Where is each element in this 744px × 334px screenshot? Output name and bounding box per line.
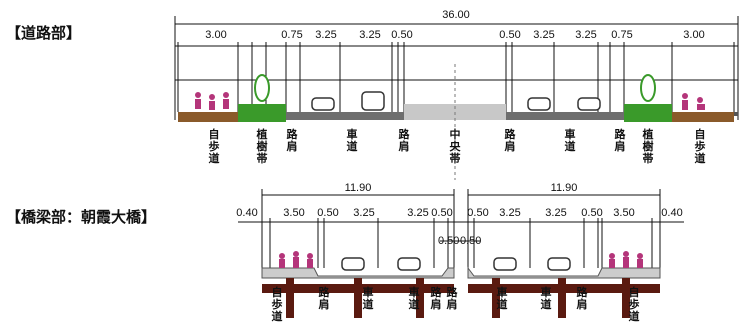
bridge-deck-left <box>261 267 455 279</box>
bridge-dimension: 0.50 <box>467 207 488 219</box>
bridge-gap-dim-right: 0.50 <box>460 235 481 247</box>
road-planting-left <box>238 104 286 122</box>
road-lane-label: 自歩道 <box>695 127 706 165</box>
road-dimension: 0.75 <box>611 29 632 41</box>
pedestrian-icon <box>195 92 705 110</box>
bridge-dimension: 3.50 <box>613 207 634 219</box>
road-cross-section: 36.00 3.00 0.75 3.25 3.25 0.50 0.50 3.25 3.25 0.… <box>174 9 739 180</box>
road-dimension: 3.00 <box>683 29 704 41</box>
bridge-lane-label: 路肩 <box>319 285 331 311</box>
road-total-width: 36.00 <box>442 9 470 21</box>
road-lane-label: 車道 <box>347 127 358 153</box>
bridge-girders <box>262 278 660 318</box>
road-sidewalk-right <box>672 112 734 122</box>
bridge-dimension: 3.25 <box>499 207 520 219</box>
bridge-lane-label: 車道 <box>363 285 374 311</box>
bridge-dimension: 3.25 <box>545 207 566 219</box>
bridge-lane-label: 自歩道 <box>629 285 640 323</box>
road-sidewalk-left <box>178 112 238 122</box>
bridge-lane-label: 車道 <box>497 285 508 311</box>
bridge-section-heading: 【橋梁部：朝霞大橋】 <box>6 208 157 226</box>
road-lane-label: 路肩 <box>287 127 299 153</box>
road-planting-right <box>624 104 672 122</box>
bridge-deck-width-left: 11.90 <box>345 182 372 194</box>
road-dimension: 3.25 <box>533 29 554 41</box>
road-lane-label: 植樹帯 <box>642 127 654 165</box>
bridge-lane-label: 路肩 <box>431 285 443 311</box>
car-icon <box>311 91 601 111</box>
road-dimension: 0.50 <box>391 29 412 41</box>
bridge-lane-label: 自歩道 <box>272 285 283 323</box>
bridge-dimension: 0.50 <box>317 207 338 219</box>
car-icon <box>341 257 571 271</box>
road-dimension: 3.25 <box>575 29 596 41</box>
road-dimension: 3.25 <box>315 29 336 41</box>
bridge-gap-dim-left: 0.50 <box>438 235 459 247</box>
bridge-dimension: 0.40 <box>661 207 682 219</box>
bridge-dimension: 3.50 <box>283 207 304 219</box>
bridge-lane-label: 路肩 <box>577 285 589 311</box>
tree-icon <box>640 74 656 102</box>
bridge-lane-label: 路肩 <box>447 285 459 311</box>
road-carriageway-right <box>506 112 624 120</box>
road-dimension: 3.00 <box>205 29 226 41</box>
road-lane-label: 自歩道 <box>209 127 220 165</box>
road-lane-label: 車道 <box>565 127 576 153</box>
road-dimension: 3.25 <box>359 29 380 41</box>
road-lane-label: 中央帯 <box>450 127 462 165</box>
bridge-dimension: 0.50 <box>581 207 602 219</box>
bridge-dimension: 3.25 <box>407 207 428 219</box>
road-lane-label: 路肩 <box>505 127 517 153</box>
road-dimension: 0.75 <box>281 29 302 41</box>
bridge-dimension: 0.50 <box>431 207 452 219</box>
road-carriageway-left <box>286 112 404 120</box>
bridge-lane-label: 車道 <box>409 285 420 311</box>
road-lane-label: 植樹帯 <box>256 127 268 165</box>
road-lane-label: 路肩 <box>615 127 627 153</box>
bridge-lane-label: 車道 <box>541 285 552 311</box>
bridge-deck-width-right: 11.90 <box>551 182 578 194</box>
pedestrian-icon <box>279 251 643 268</box>
bridge-dimension: 3.25 <box>353 207 374 219</box>
road-lane-label: 路肩 <box>399 127 411 153</box>
road-dimension: 0.50 <box>499 29 520 41</box>
road-section-heading: 【道路部】 <box>6 24 82 42</box>
tree-icon <box>254 74 270 102</box>
bridge-dimension: 0.40 <box>236 207 257 219</box>
